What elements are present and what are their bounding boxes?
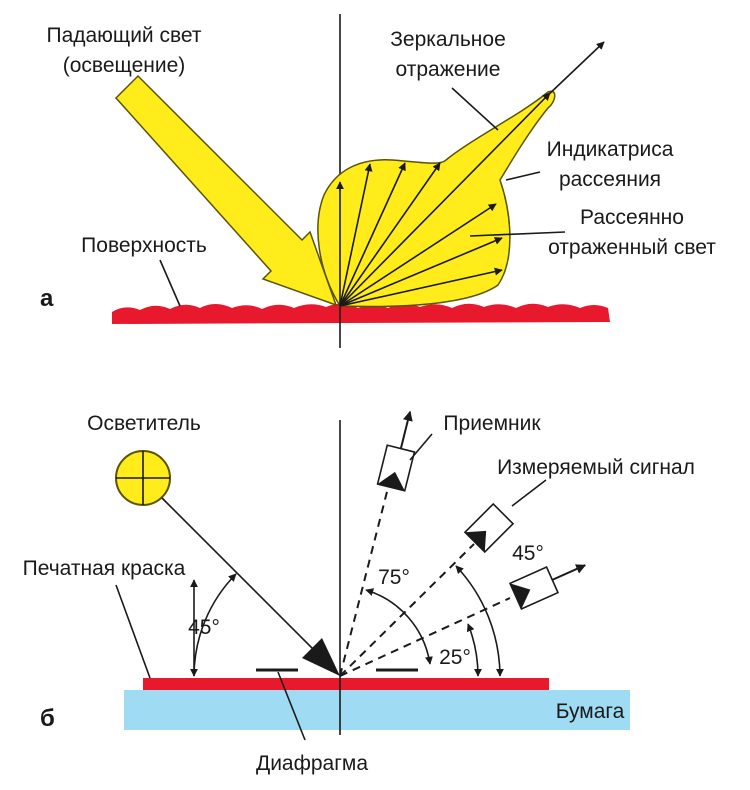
angle-75-arc [365, 588, 433, 665]
incident-light-label: Падающий свет [46, 24, 201, 47]
panel-a-letter: а [40, 285, 54, 312]
ray-45deg [339, 543, 475, 677]
paper-layer [124, 690, 630, 730]
scattered-label: Рассеянно [580, 206, 684, 229]
leader-diaphragm [277, 671, 306, 741]
leader-ink [115, 584, 151, 679]
specular-label-2: отражение [396, 58, 501, 81]
illumination-beam-head [302, 638, 340, 676]
angle-45-left-label: 45° [188, 616, 220, 639]
panel-b-letter: б [40, 705, 55, 732]
angle-45-right-arc [455, 565, 504, 677]
leader-indicatrix [505, 171, 541, 181]
incident-light-label-2: (освещение) [63, 54, 186, 77]
leader-receiver [409, 433, 433, 461]
receiver-25 [508, 564, 587, 610]
specular-ray-extension [544, 41, 605, 99]
printing-ink-label: Печатная краска [23, 557, 186, 580]
receiver-45 [463, 502, 515, 554]
scattered-label-2: отраженный свет [548, 236, 716, 259]
illuminator-label: Осветитель [87, 412, 201, 435]
measured-signal-label: Измеряемый сигнал [497, 456, 695, 479]
indicatrix-label-2: рассеяния [559, 168, 661, 191]
diaphragm-label: Диафрагма [256, 752, 368, 775]
panel-a: Падающий свет (освещение) Зеркальное отр… [40, 14, 716, 348]
angle-75-label: 75° [378, 566, 410, 589]
leader-surface [159, 259, 181, 307]
illumination-beam [161, 497, 323, 659]
paper-label: Бумага [556, 700, 625, 723]
surface-label: Поверхность [81, 234, 207, 257]
angle-25-label: 25° [439, 646, 471, 669]
angle-45-right-label: 45° [512, 542, 544, 565]
scattered-rays [336, 41, 605, 307]
ink-layer [143, 678, 549, 690]
leader-specular [451, 87, 499, 131]
leader-signal [511, 479, 547, 507]
receiver-75 [376, 410, 416, 492]
receiver-label: Приемник [443, 412, 541, 435]
ray-75deg [339, 479, 391, 677]
incident-light-arrow [114, 74, 338, 307]
leader-scattered [469, 231, 566, 237]
angle-45-left-arc [193, 573, 237, 677]
panel-b: Осветитель Приемник Измеряемый сигнал Пе… [23, 410, 695, 775]
rough-surface [112, 303, 610, 324]
indicatrix-label: Индикатриса [547, 138, 674, 161]
specular-label: Зеркальное [390, 28, 506, 51]
